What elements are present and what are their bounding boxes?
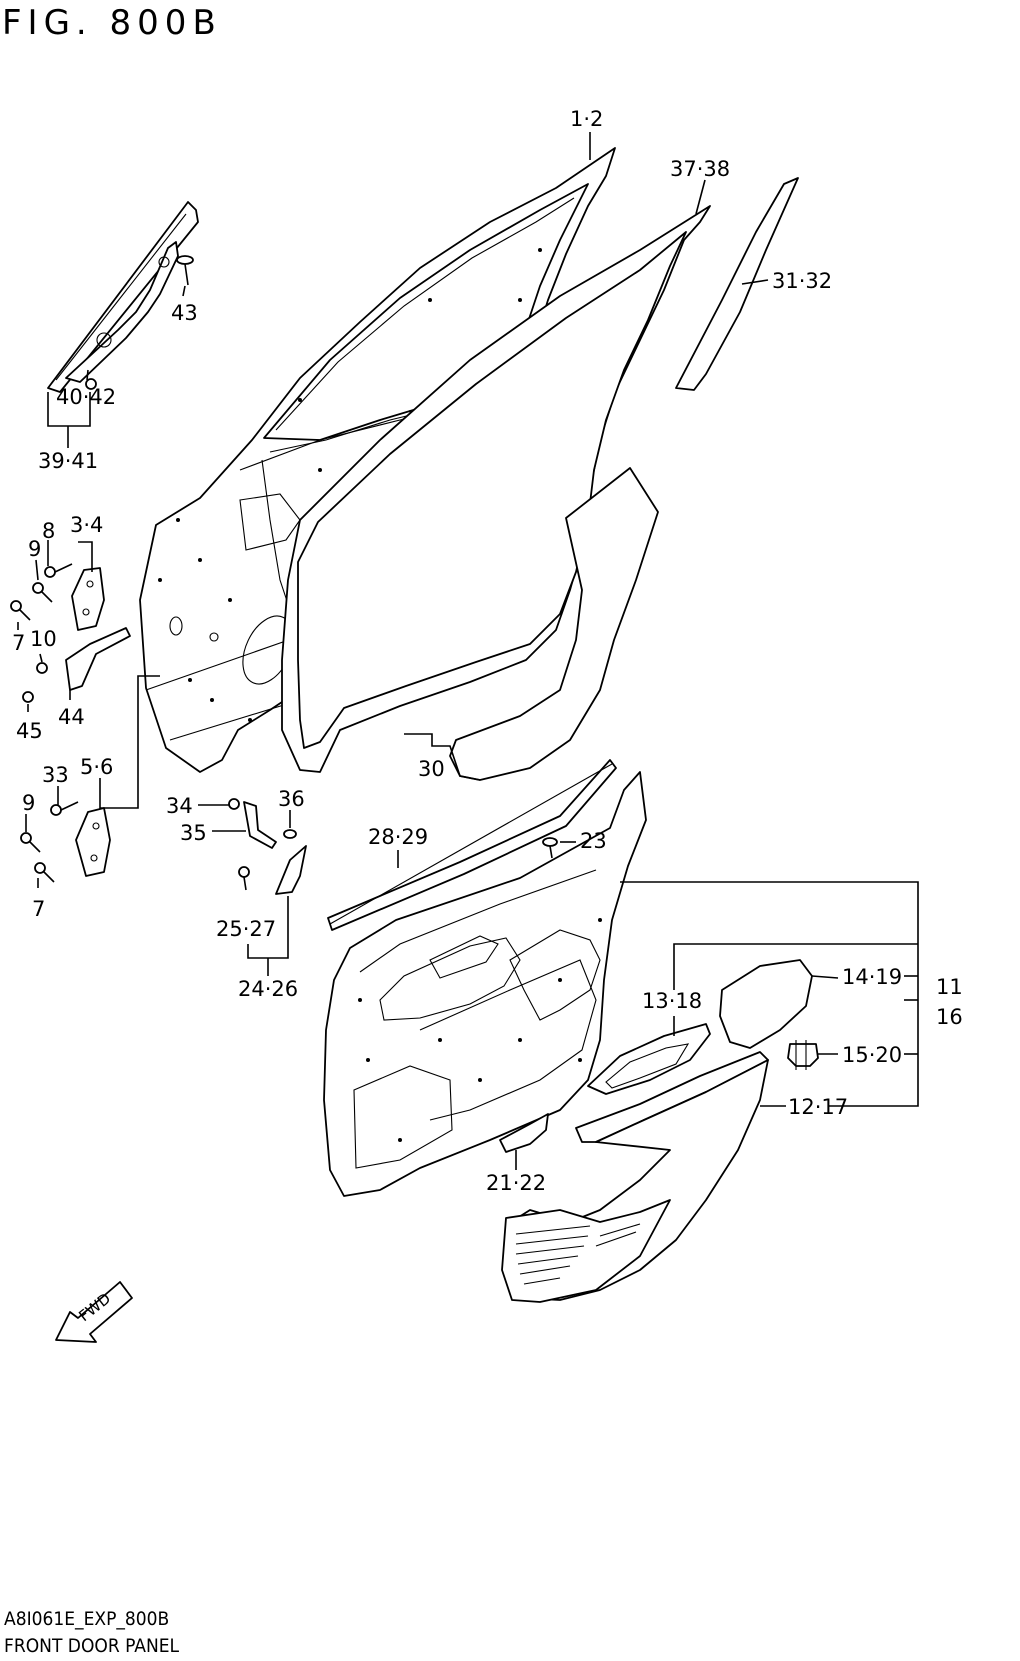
part-34-clip — [228, 798, 240, 810]
part-corner-garnish — [47, 201, 199, 393]
part-25-27-screw — [238, 866, 250, 891]
figure-caption: FRONT DOOR PANEL — [4, 1635, 180, 1657]
callout: 36 — [278, 787, 305, 811]
part-15-clip — [787, 1040, 819, 1070]
callout: 8 — [42, 519, 55, 543]
part-36-grommet — [283, 829, 297, 839]
callout: 7 — [12, 631, 25, 655]
callout: 34 — [166, 794, 193, 818]
callout: 11 — [936, 975, 963, 999]
part-belt-moulding — [327, 759, 617, 931]
part-map-pocket — [501, 1199, 671, 1303]
part-weatherstrip — [281, 205, 711, 773]
part-check-link — [65, 627, 131, 691]
part-pillar-garnish — [675, 177, 799, 391]
callout: 14·19 — [842, 965, 902, 989]
callout: 5·6 — [80, 755, 113, 779]
callout: 13·18 — [642, 989, 702, 1013]
callout: 12·17 — [788, 1095, 848, 1119]
part-43-screw — [176, 255, 194, 286]
callout: 10 — [30, 627, 57, 651]
callout: 16 — [936, 1005, 963, 1029]
callout: 3·4 — [70, 513, 103, 537]
callout: 1·2 — [570, 107, 603, 131]
callout: 30 — [418, 757, 445, 781]
callout: 21·22 — [486, 1171, 546, 1195]
callout: 9 — [22, 791, 35, 815]
callout: 40·42 — [56, 385, 116, 409]
callout: 35 — [180, 821, 207, 845]
figure-title: FIG. 800B — [2, 3, 222, 43]
callout: 33 — [42, 763, 69, 787]
callout: 9 — [28, 537, 41, 561]
fwd-arrow-icon: FWD — [55, 1281, 133, 1343]
callout: 15·20 — [842, 1043, 902, 1067]
callout-labels: 1·2 37·38 31·32 43 40·42 39·41 8 3·4 9 7… — [12, 107, 963, 1195]
part-switch-bezel — [587, 1023, 711, 1095]
leader-lines — [17, 132, 919, 1170]
part-bolts — [10, 563, 79, 883]
part-40-42-nut — [85, 378, 97, 390]
drawing-code: A8I061E_EXP_800B — [4, 1608, 169, 1630]
part-23-screw — [542, 837, 558, 859]
part-24-26-cover — [275, 845, 307, 895]
callout: 24·26 — [238, 977, 298, 1001]
callout: 7 — [32, 897, 45, 921]
part-door-trim — [323, 771, 647, 1197]
callout: 44 — [58, 705, 85, 729]
part-upper-hinge — [71, 567, 105, 631]
part-lower-hinge — [75, 807, 111, 877]
callout: 39·41 — [38, 449, 98, 473]
callout: 25·27 — [216, 917, 276, 941]
part-35-bracket — [243, 801, 277, 849]
part-handle-cover — [499, 1113, 549, 1153]
callout: 37·38 — [670, 157, 730, 181]
callout: 45 — [16, 719, 43, 743]
part-armrest-pad — [719, 959, 813, 1049]
callout: 28·29 — [368, 825, 428, 849]
callout: 43 — [171, 301, 198, 325]
callout: 31·32 — [772, 269, 832, 293]
callout: 23 — [580, 829, 607, 853]
